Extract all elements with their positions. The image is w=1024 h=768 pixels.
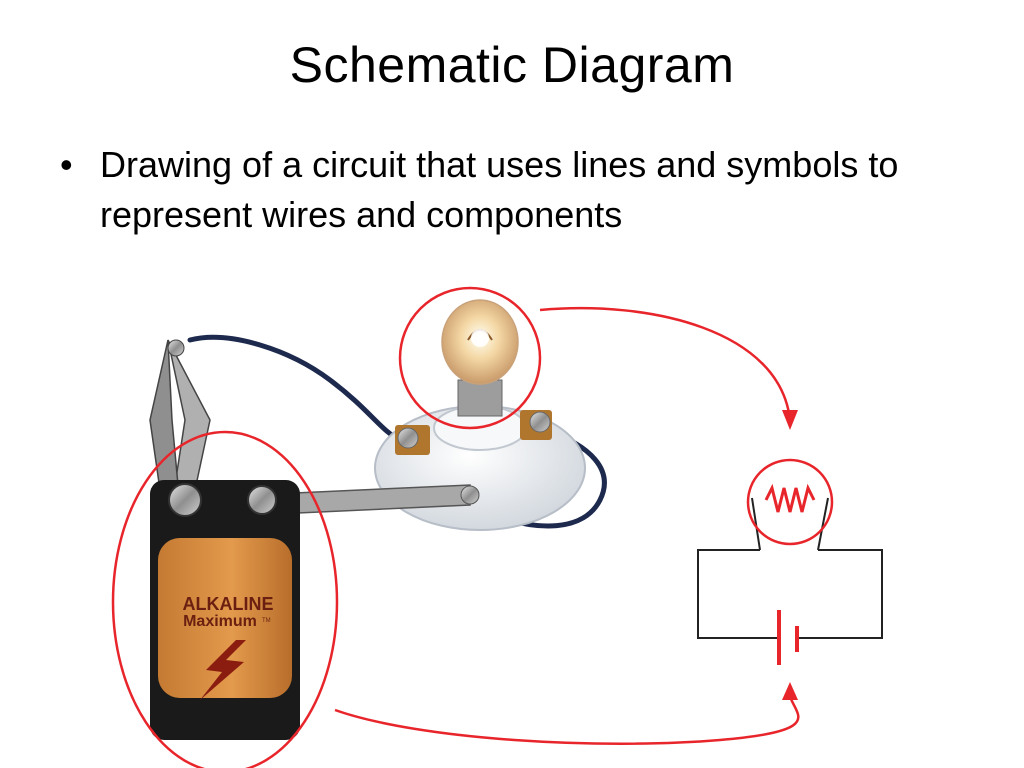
lightning-bolt-icon: [200, 640, 246, 700]
bullet-text: Drawing of a circuit that uses lines and…: [100, 144, 899, 235]
arrow-head-resistor: [782, 410, 798, 430]
circuit-illustration: ALKALINE Maximum TM: [111, 286, 883, 768]
arrow-to-cell: [334, 689, 800, 745]
bullet-dot: •: [60, 144, 73, 185]
arrow-head-cell: [782, 682, 798, 700]
battery-highlight-circle: [111, 430, 339, 768]
bullet-list: • Drawing of a circuit that uses lines a…: [60, 140, 960, 240]
battery-cell-symbol-icon: [777, 610, 799, 665]
schematic-circuit: [697, 458, 883, 665]
battery-label-line1: ALKALINE: [183, 594, 274, 614]
wire-top: [187, 334, 403, 443]
resistor-highlight-circle: [746, 458, 834, 546]
bulb-icon: [441, 299, 519, 417]
battery-label-line2: Maximum: [183, 613, 257, 630]
battery-icon: ALKALINE Maximum TM: [150, 480, 300, 740]
bulb-highlight-circle: [398, 286, 542, 430]
resistor-symbol-icon: [764, 483, 816, 513]
clip-arm: [249, 484, 480, 516]
battery-trademark: TM: [262, 618, 271, 624]
page-title: Schematic Diagram: [289, 37, 735, 93]
alligator-clip: [149, 339, 211, 491]
bullet-item: • Drawing of a circuit that uses lines a…: [60, 140, 960, 240]
lamp-socket: [374, 405, 586, 531]
arrow-to-resistor: [539, 306, 792, 421]
